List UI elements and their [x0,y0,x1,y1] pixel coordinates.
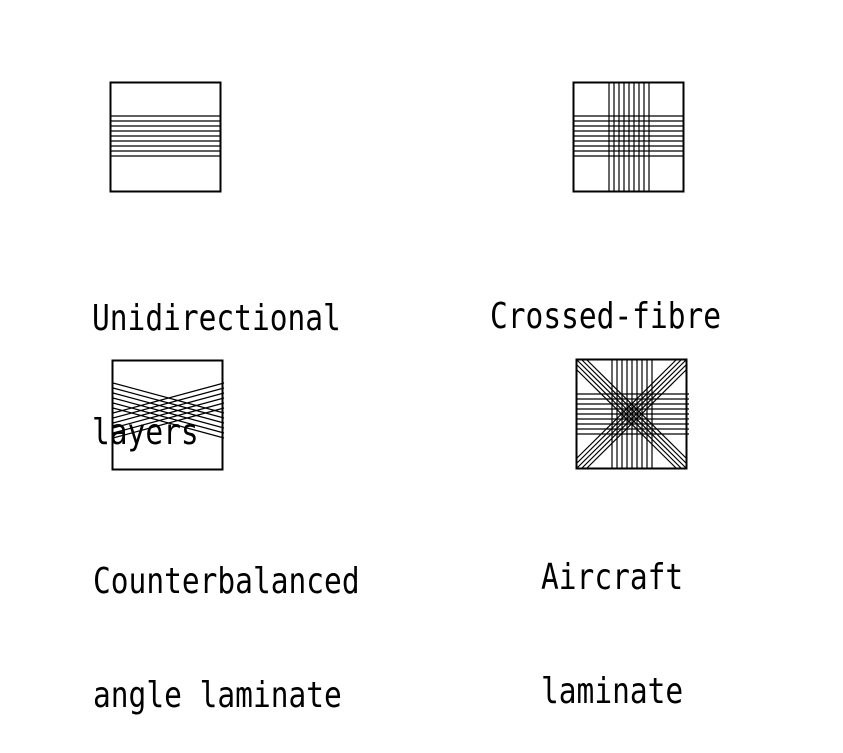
unidirectional-frame [109,81,222,193]
aircraft-label: Aircraft laminate [541,483,683,749]
counterbalanced-fibres-up [112,382,225,439]
laminate-diagram [109,81,689,471]
aircraft-panel [575,358,689,470]
unidirectional-panel [109,81,222,193]
crossed-fibre-label: Crossed-fibre [490,222,721,374]
crossed-fibre-label-line1: Crossed-fibre [490,296,722,337]
aircraft-label-line2: laminate [541,671,684,712]
aircraft-label-line1: Aircraft [541,557,684,598]
aircraft-horizontal [577,393,689,435]
unidirectional-fibres [111,115,220,157]
counterbalanced-label-line2: angle laminate [93,675,342,716]
counterbalanced-label-line1: Counterbalanced [93,561,360,602]
counterbalanced-panel [111,359,225,471]
aircraft-diagonal-up [576,359,687,469]
unidirectional-label: Unidirectional layers [92,224,341,490]
unidirectional-label-line2: layers [92,412,199,453]
counterbalanced-frame [111,359,224,471]
counterbalanced-label: Counterbalanced angle laminate [93,487,360,753]
crossed-fibre-panel [572,81,685,193]
crossed-fibre-frame [572,81,685,193]
unidirectional-label-line1: Unidirectional [92,298,341,339]
crossed-fibre-vertical [608,83,650,191]
